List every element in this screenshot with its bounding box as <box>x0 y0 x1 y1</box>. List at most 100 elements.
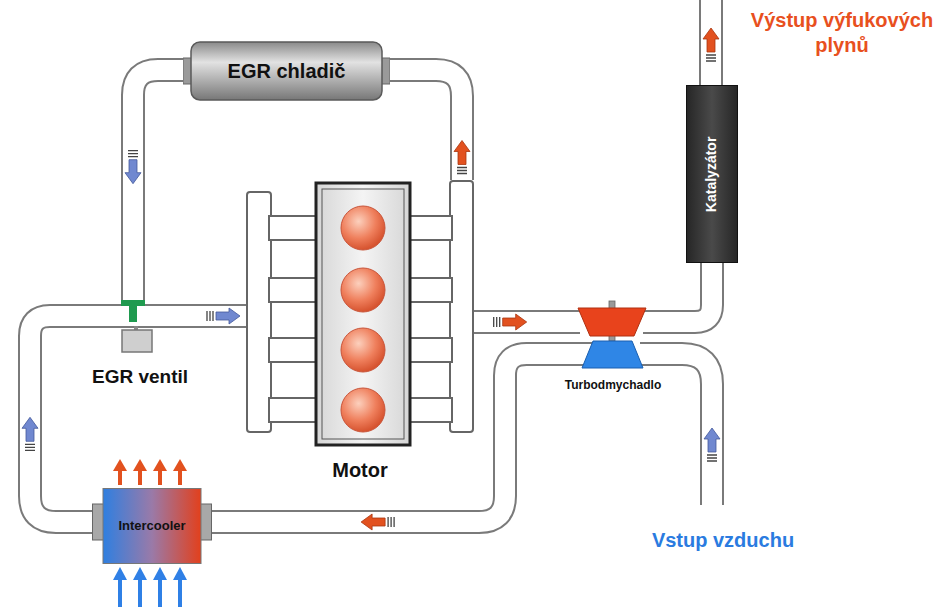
pipe-connector <box>474 314 548 330</box>
pipe-wall <box>30 316 92 522</box>
flow-arrowhead <box>22 417 38 441</box>
hot-air-arrows-part <box>133 459 147 471</box>
pipe-wall <box>390 70 462 180</box>
exhaust-outlet-pipe-part <box>703 28 719 52</box>
hot-air-arrows-part <box>113 459 127 471</box>
cooler-box-shape-part <box>191 42 382 100</box>
egr-valve-shape-part <box>129 306 137 322</box>
engine-block-shape-part <box>408 278 452 302</box>
turbocharger-shape-part <box>578 308 646 336</box>
flow-marks <box>457 168 467 174</box>
exhaust-outlet-pipe-part <box>699 0 723 85</box>
flow-arrowhead <box>454 141 470 165</box>
flow-marks <box>388 517 394 527</box>
flow-label: Výstup výfukových plynů <box>748 8 936 58</box>
egr-valve-shape-part <box>121 300 145 306</box>
intercooler-box-shape-part <box>103 489 201 564</box>
engine-block-shape-part <box>408 216 452 240</box>
flow-arrowhead <box>216 308 240 324</box>
hot-air-arrows-part <box>173 459 187 471</box>
intercooler-box-shape-part <box>93 504 104 540</box>
flow-marks <box>128 151 138 157</box>
air-intake-pipe-part <box>704 428 720 452</box>
cooling-air-arrows-part <box>158 578 162 607</box>
engine-block-shape-part <box>269 278 318 302</box>
cooling-air-arrows-part <box>113 567 127 580</box>
pipe-connector <box>22 316 92 522</box>
pipe-bore <box>30 316 92 522</box>
engine-block-shape-part <box>322 189 404 439</box>
pipe-bore <box>210 306 246 326</box>
cooling-air-arrows-part <box>133 567 147 580</box>
pipe-connector <box>207 308 246 324</box>
engine-block-shape-part <box>408 398 452 422</box>
pipe-bore <box>474 312 548 332</box>
engine-block: Motor <box>246 180 474 485</box>
cooling-air-arrows-part <box>153 567 167 580</box>
connector-layer <box>22 70 712 530</box>
engine-block-shape-part <box>450 181 473 432</box>
flow-label: Vstup vzduchu <box>628 528 818 553</box>
cooling-air-arrows-part <box>138 578 142 607</box>
engine-block-shape-part <box>341 328 385 372</box>
node-label: EGR ventil <box>92 366 188 389</box>
turbocharger: Turbodmychadlo <box>548 300 678 395</box>
flow-marks <box>494 317 500 327</box>
cooling-air-arrows <box>113 567 187 607</box>
hot-air-arrows-part <box>118 469 122 485</box>
exhaust-outlet-pipe-part <box>706 55 716 61</box>
engine-block-shape-part <box>269 338 318 362</box>
cooling-air-arrows-part <box>178 578 182 607</box>
cooling-air-arrows-part <box>118 578 122 607</box>
air-intake-pipe-part <box>707 455 717 461</box>
engine-block-shape-part <box>341 388 385 432</box>
pipe-connector <box>678 263 712 322</box>
engine-block-shape-part <box>269 398 318 422</box>
pipe-connector <box>125 70 183 296</box>
flow-arrowhead <box>503 314 527 330</box>
air-intake-pipe-part <box>640 354 712 505</box>
catalyst-box-shape-part <box>687 86 738 263</box>
node-label: EGR chladič <box>228 59 346 83</box>
flow-arrowhead <box>361 514 385 530</box>
flow-marks <box>25 444 35 450</box>
intercooler-box: Intercooler <box>92 488 212 564</box>
hot-air-arrows-part <box>178 469 182 485</box>
pipe-connector <box>390 70 470 180</box>
pipe-wall <box>678 263 712 322</box>
turbocharger-shape-part <box>582 341 643 368</box>
air-intake-pipe-part <box>640 354 712 505</box>
flow-arrowhead <box>125 160 141 184</box>
flow-marks <box>207 311 213 321</box>
hot-air-arrows-part <box>158 469 162 485</box>
node-label: Turbodmychadlo <box>565 378 661 392</box>
node-label: Intercooler <box>118 518 185 534</box>
cooler-box: EGR chladič <box>183 40 390 102</box>
node-label: Motor <box>332 458 388 482</box>
catalyst-box: Katalyzátor <box>686 85 738 263</box>
exhaust-outlet-pipe <box>703 0 719 85</box>
hot-air-arrows-part <box>153 459 167 471</box>
engine-block-shape-part <box>341 206 385 250</box>
pipe-wall <box>474 310 548 334</box>
pipe-wall <box>210 304 246 328</box>
intercooler-box-shape-part <box>201 504 212 540</box>
exhaust-outlet-pipe-part <box>701 0 721 85</box>
pipe-bore <box>390 70 462 180</box>
engine-block-shape-part <box>247 192 271 432</box>
pipe-bore <box>678 263 712 322</box>
hot-air-arrows <box>113 459 187 485</box>
cooling-air-arrows-part <box>173 567 187 580</box>
hot-air-arrows-part <box>138 469 142 485</box>
engine-block-shape-part <box>269 216 318 240</box>
engine-block-shape-part <box>341 268 385 312</box>
node-label: Katalyzátor <box>704 136 721 211</box>
egr-valve-shape-part <box>122 330 152 352</box>
engine-block-shape-part <box>316 183 410 445</box>
engine-block-shape <box>246 180 474 485</box>
egr-valve: EGR ventil <box>70 296 210 392</box>
pipe-bore <box>133 70 183 296</box>
pipe-wall <box>133 70 183 296</box>
air-intake-pipe <box>640 354 720 505</box>
